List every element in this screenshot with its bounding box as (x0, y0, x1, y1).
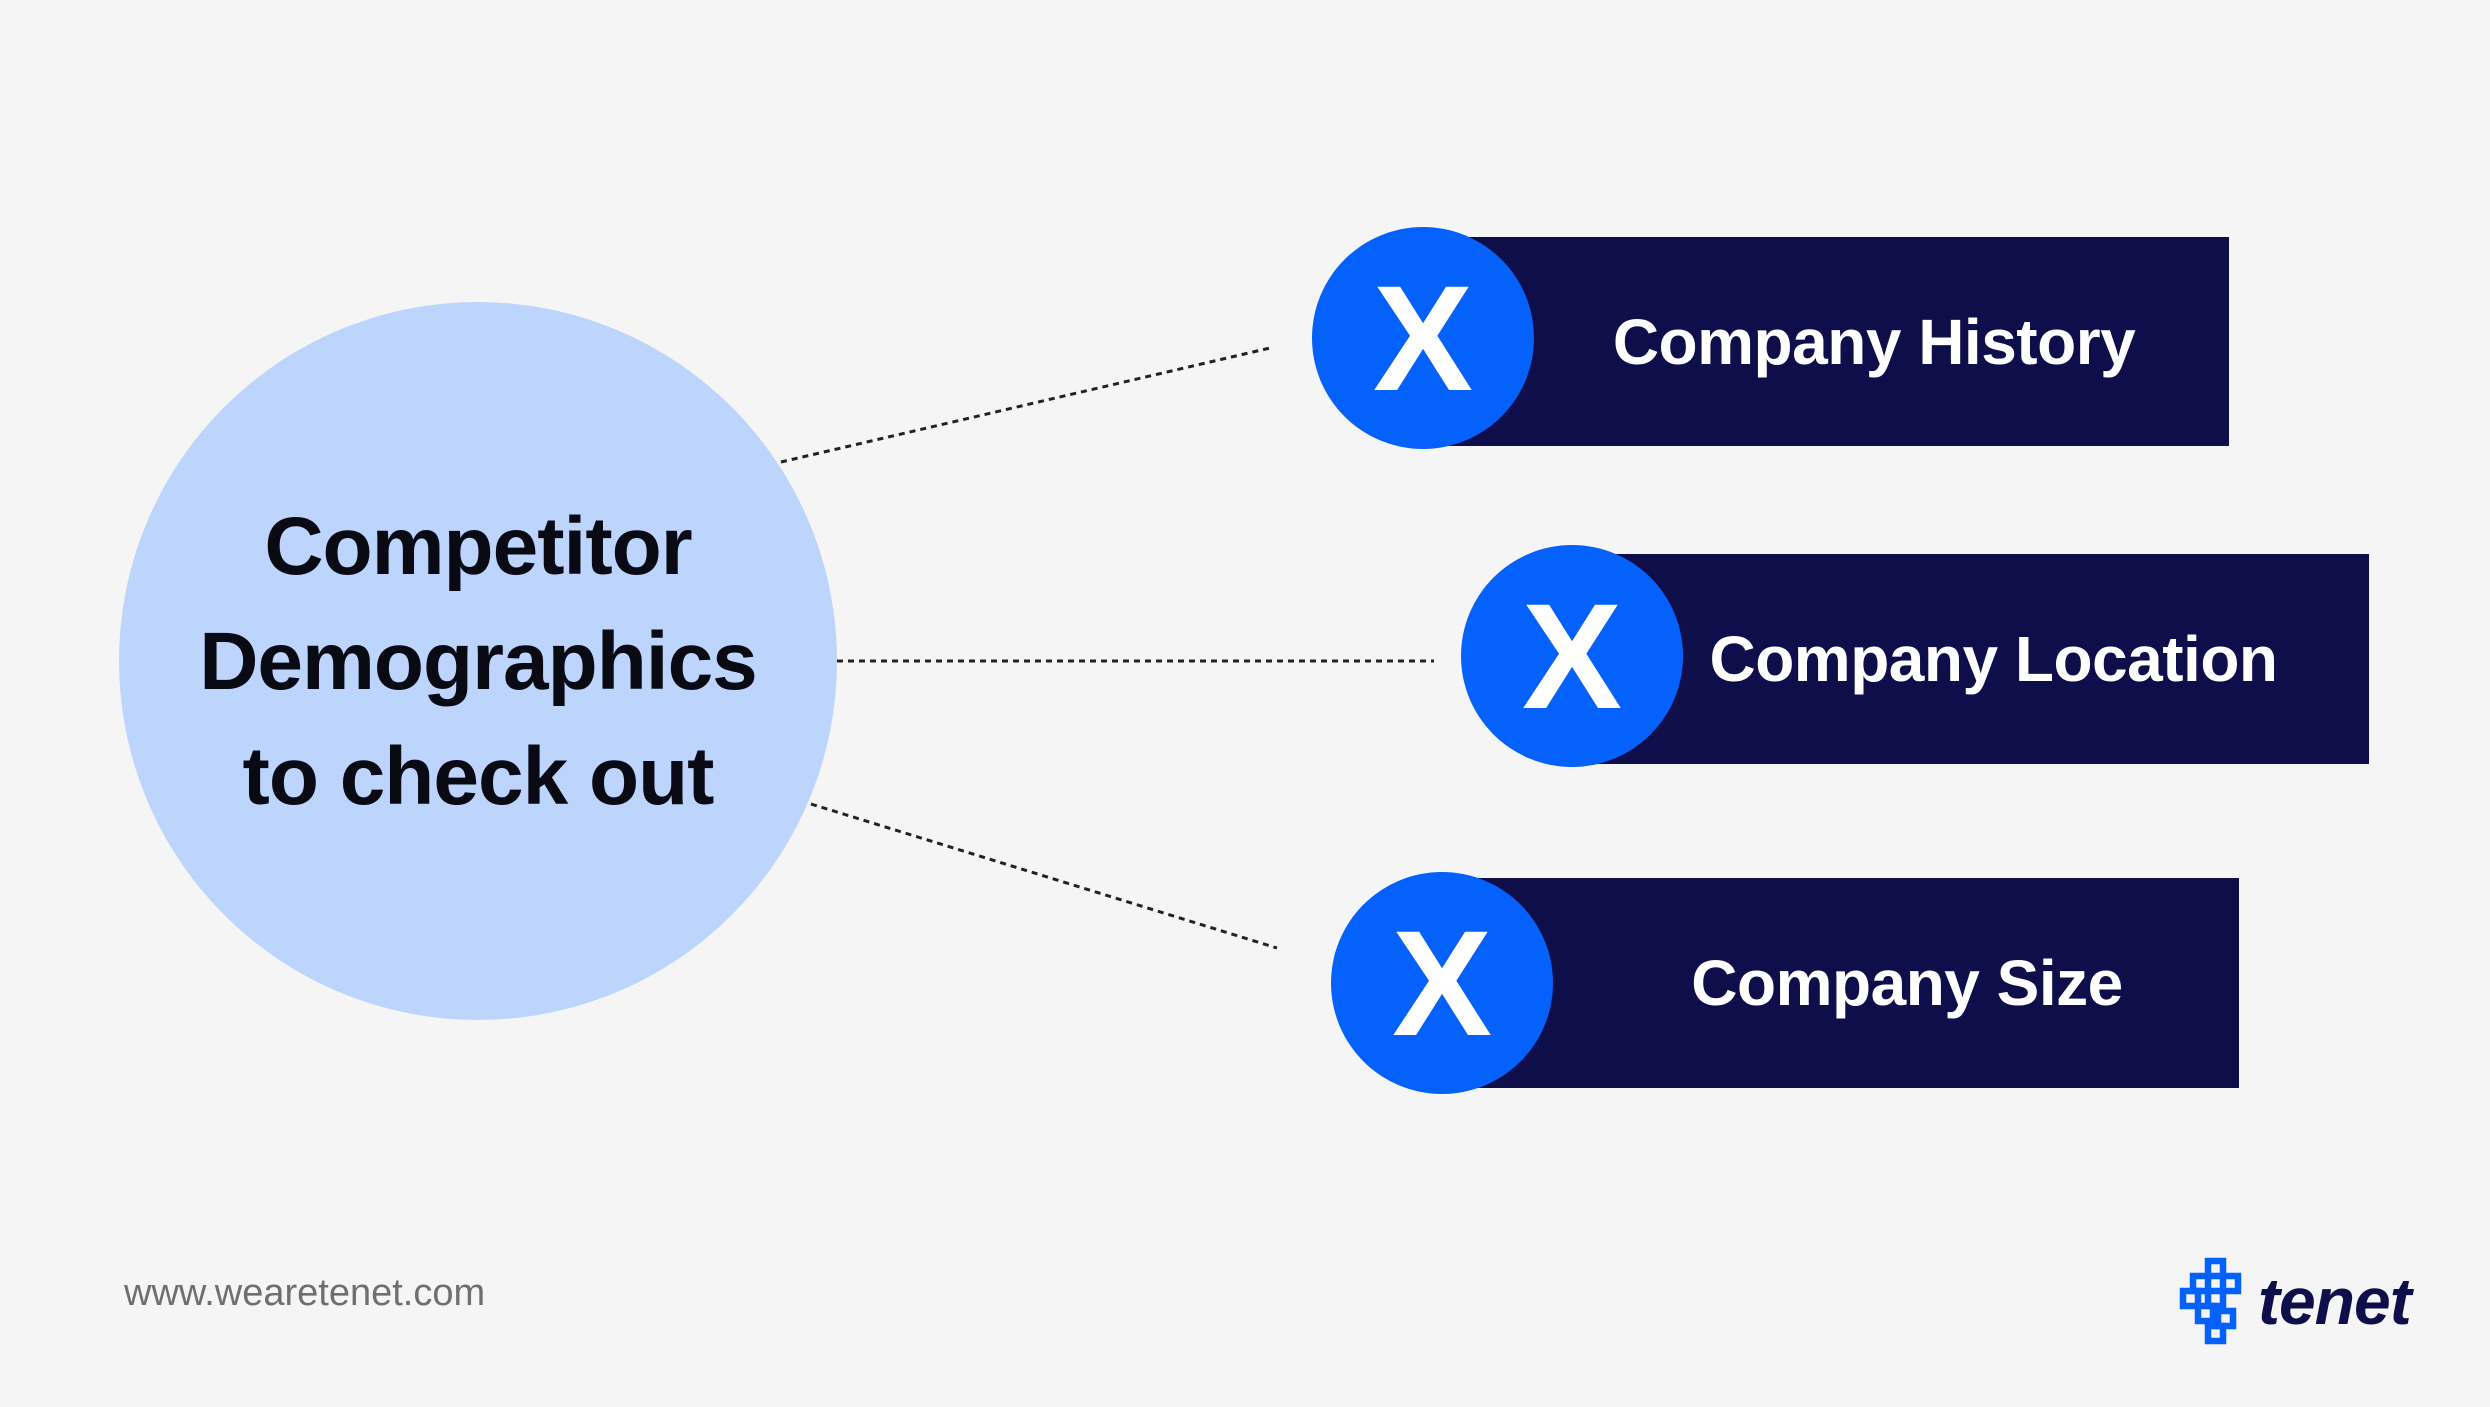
connector-line-size (810, 802, 1278, 950)
tenet-logo-icon (2179, 1257, 2242, 1345)
tenet-logo: tenet (2178, 1256, 2412, 1346)
x-icon: X (1312, 227, 1534, 449)
title-line-2: Demographics (199, 615, 758, 707)
title-line-3: to check out (242, 730, 715, 822)
x-symbol: X (1391, 899, 1493, 1067)
item-company-location: Company Location (1588, 554, 2369, 764)
x-icon: X (1461, 545, 1683, 767)
item-label: Company Location (1709, 623, 2278, 695)
x-symbol: X (1521, 572, 1623, 740)
brand-name: tenet (2258, 1264, 2412, 1338)
title-line-1: Competitor (264, 500, 692, 592)
item-label: Company Size (1691, 947, 2123, 1019)
x-symbol: X (1372, 254, 1474, 422)
item-company-history: Company History (1429, 237, 2229, 446)
website-url: www.wearetenet.com (124, 1272, 486, 1314)
connector-line-history (780, 346, 1271, 464)
central-topic-circle: Competitor Demographics to check out (119, 302, 837, 1020)
item-company-size: Company Size (1445, 878, 2239, 1088)
x-icon: X (1331, 872, 1553, 1094)
central-topic-title: Competitor Demographics to check out (199, 489, 758, 834)
item-label: Company History (1612, 305, 2136, 378)
